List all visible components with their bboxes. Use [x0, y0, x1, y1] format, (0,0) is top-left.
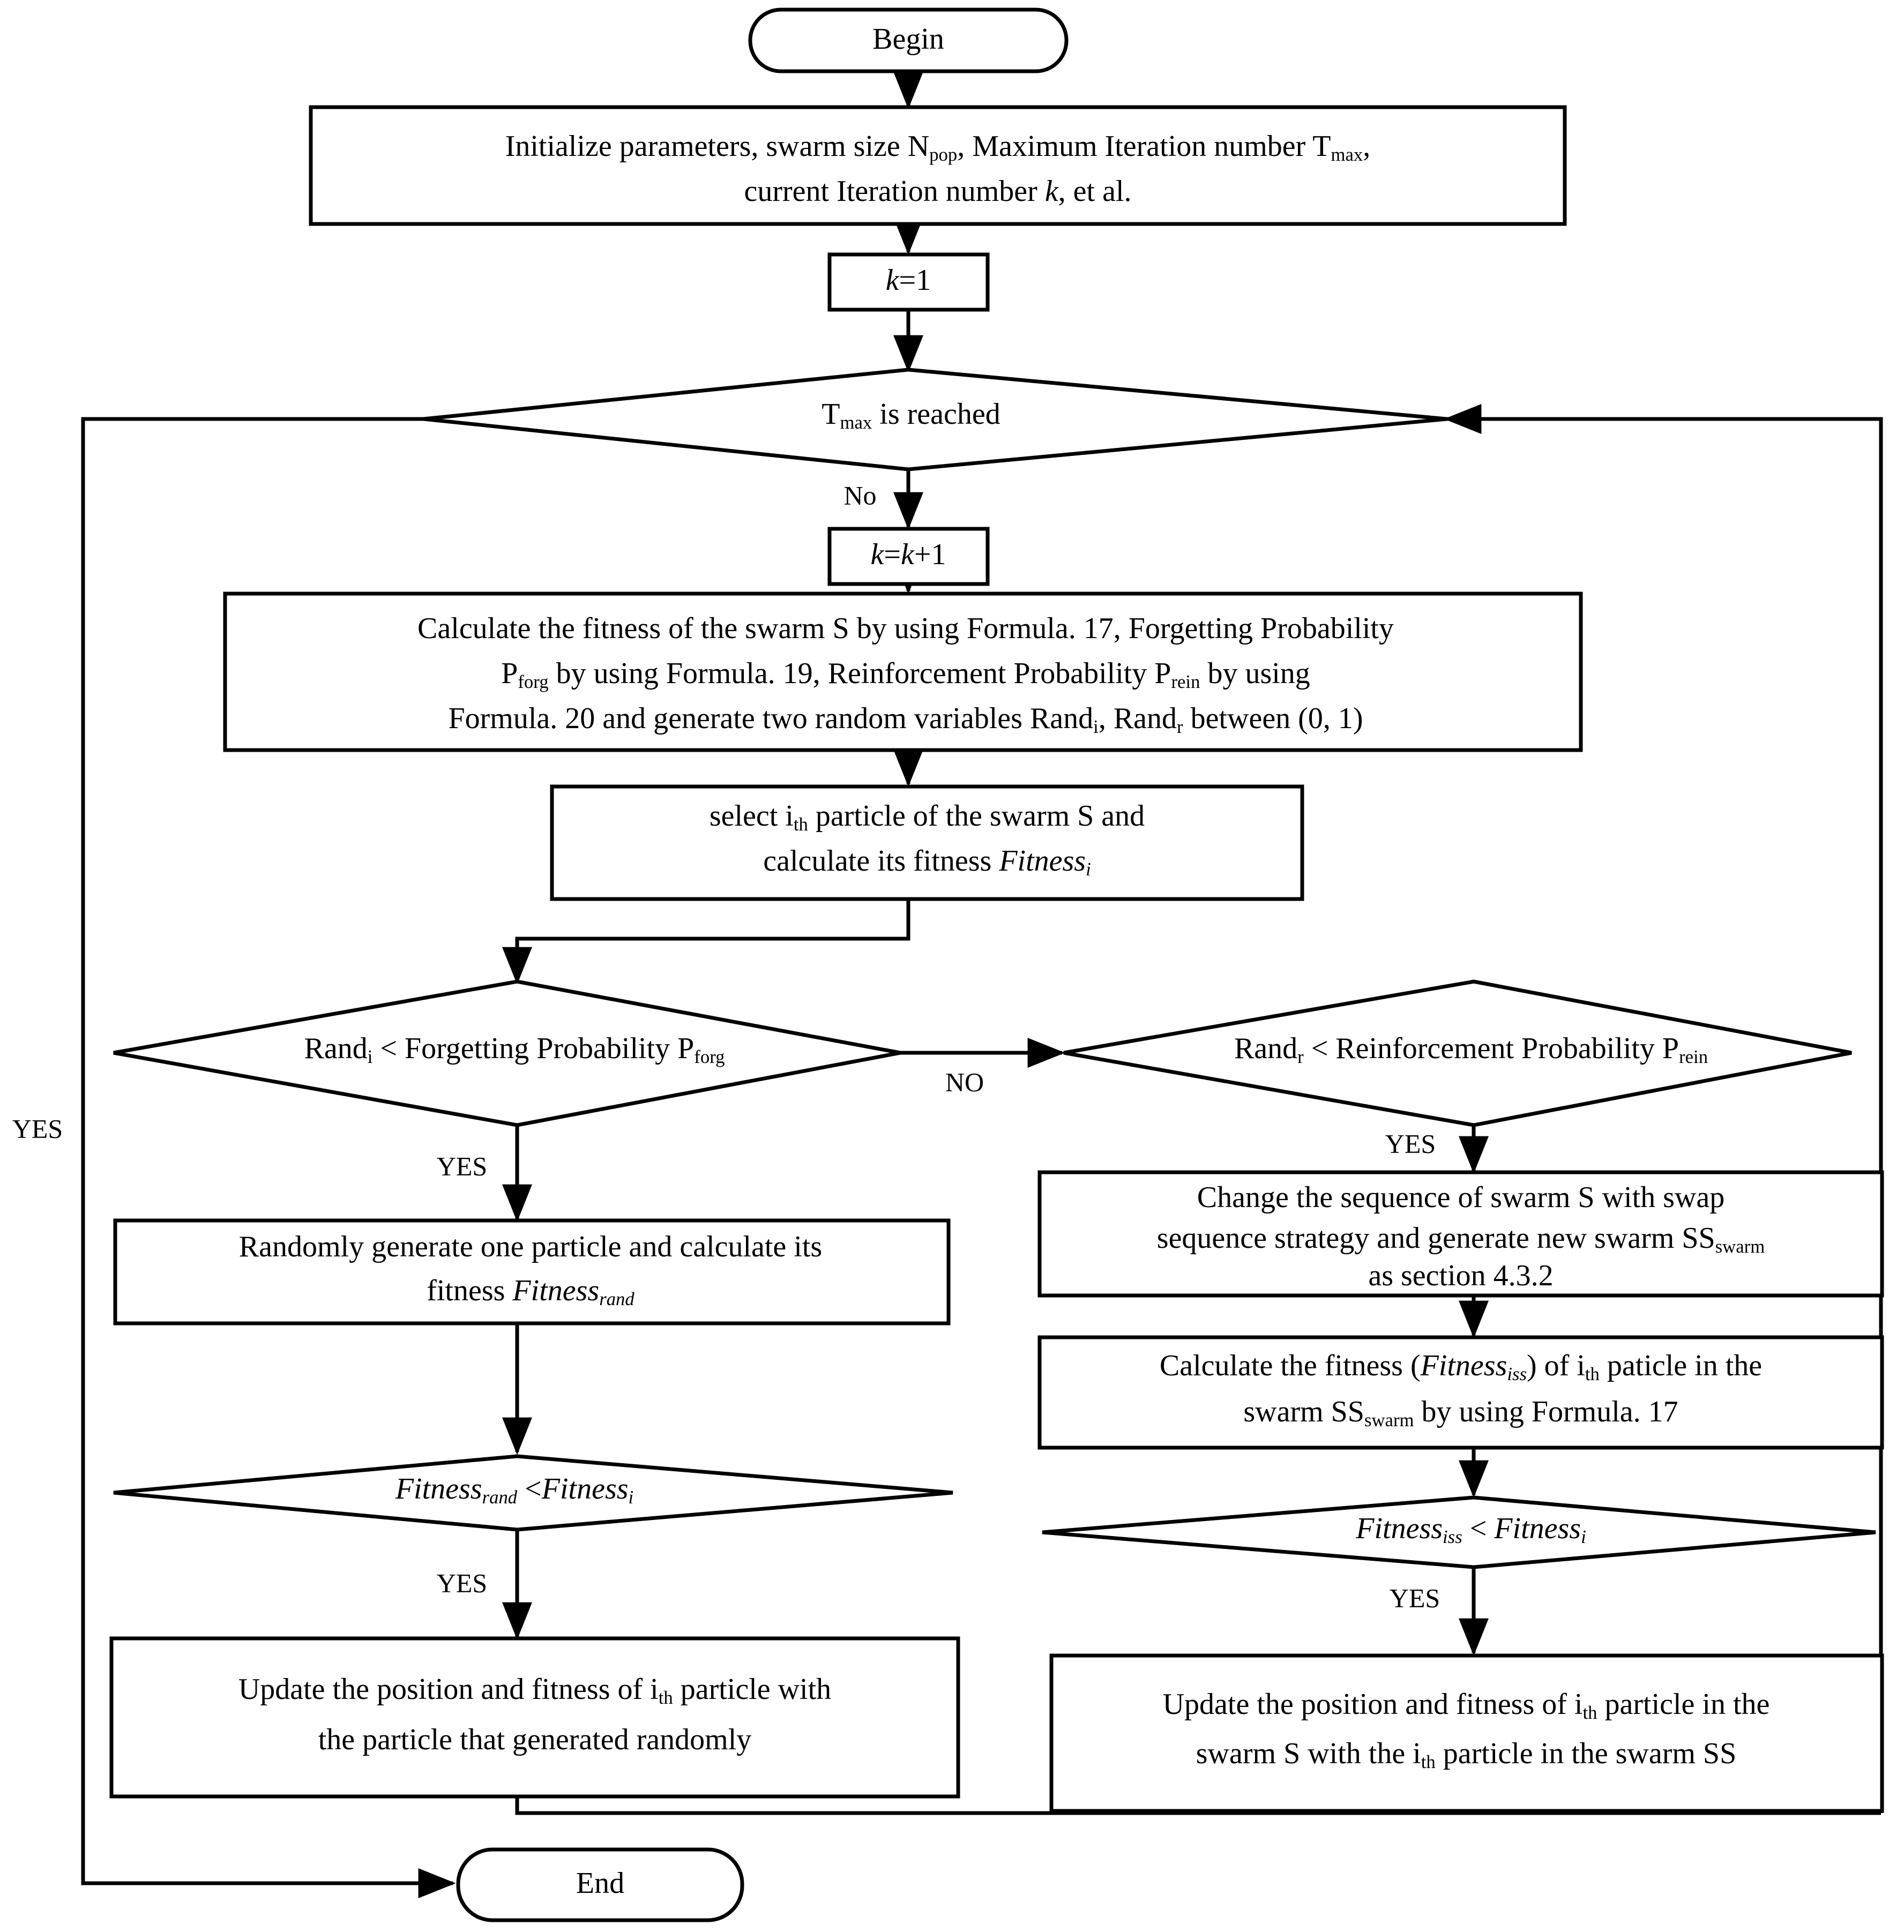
tmax-decision-label: Tmax is reached — [822, 398, 1000, 433]
node-initialize[interactable]: Initialize parameters, swarm size Npop, … — [309, 105, 1567, 226]
compare-rand-label: Fitnessrand <Fitnessi — [395, 1472, 633, 1508]
end-label: End — [576, 1867, 624, 1900]
update-random-line2: the particle that generated randomly — [318, 1723, 752, 1756]
edge-label-tmax-yes: YES — [12, 1113, 63, 1143]
edge-updaterand-to-bus — [515, 1796, 1881, 1815]
initialize-line2: current Iteration number k, et al. — [744, 175, 1132, 208]
generate-random-line2: fitness Fitnessrand — [427, 1274, 634, 1309]
node-begin[interactable]: Begin — [748, 8, 1069, 73]
update-iss-shape — [1049, 1653, 1884, 1813]
node-compare-rand[interactable]: Fitnessrand <Fitnessi — [113, 1454, 953, 1532]
forgetting-decision-label: Randi < Forgetting Probability Pforg — [304, 1032, 725, 1067]
node-reinforcement-decision[interactable]: Randr < Reinforcement Probability Prein — [1063, 979, 1852, 1127]
node-k-increment[interactable]: k=k+1 — [827, 527, 990, 586]
generate-random-line1: Randomly generate one particle and calcu… — [239, 1230, 822, 1263]
calculate-fitness-line3: Formula. 20 and generate two random vari… — [449, 702, 1363, 737]
node-tmax-decision[interactable]: Tmax is reached — [423, 368, 1447, 471]
node-generate-random-particle[interactable]: Randomly generate one particle and calcu… — [113, 1218, 951, 1326]
k-init-label: k=1 — [886, 264, 931, 297]
edge-label-tmax-no: No — [843, 480, 876, 510]
select-particle-line1: select ith particle of the swarm S and — [710, 799, 1145, 835]
change-sequence-line1: Change the sequence of swarm S with swap — [1197, 1181, 1724, 1214]
compare-iss-shape — [1042, 1495, 1876, 1569]
calculate-iss-line1: Calculate the fitness (Fitnessiss) of it… — [1160, 1349, 1762, 1384]
change-sequence-shape — [1037, 1170, 1884, 1298]
calculate-iss-shape — [1037, 1335, 1884, 1450]
reinforcement-decision-shape — [1063, 979, 1852, 1127]
k-increment-shape — [827, 527, 990, 586]
forgetting-decision-shape — [113, 979, 901, 1127]
initialize-shape — [309, 105, 1567, 226]
update-iss-line1: Update the position and fitness of ith p… — [1163, 1688, 1770, 1723]
update-random-shape — [109, 1636, 960, 1799]
node-calculate-iss[interactable]: Calculate the fitness (Fitnessiss) of it… — [1037, 1335, 1884, 1450]
tmax-decision-shape — [423, 368, 1447, 471]
node-end[interactable]: End — [456, 1847, 744, 1922]
edge-tmax-yes-to-end — [81, 417, 456, 1898]
edge-label-compare-iss-yes: YES — [1390, 1583, 1440, 1613]
change-sequence-line2: sequence strategy and generate new swarm… — [1157, 1222, 1765, 1257]
generate-random-particle-shape — [113, 1218, 951, 1326]
update-iss-line2: swarm S with the ith particle in the swa… — [1196, 1737, 1736, 1772]
node-k-init[interactable]: k=1 — [827, 252, 990, 312]
change-sequence-line3: as section 4.3.2 — [1368, 1259, 1553, 1292]
node-update-random[interactable]: Update the position and fitness of ith p… — [109, 1636, 960, 1799]
end-shape — [456, 1847, 744, 1922]
initialize-line1: Initialize parameters, swarm size Npop, … — [505, 130, 1371, 165]
edge-label-compare-rand-yes: YES — [437, 1568, 487, 1598]
edge-label-forgetting-no: NO — [945, 1067, 984, 1097]
node-compare-iss[interactable]: Fitnessiss < Fitnessi — [1042, 1495, 1876, 1569]
edge-selecti-to-randforg — [502, 899, 910, 985]
node-select-particle[interactable]: select ith particle of the swarm S and c… — [550, 784, 1304, 901]
update-random-line1: Update the position and fitness of ith p… — [238, 1673, 831, 1708]
node-calculate-fitness[interactable]: Calculate the fitness of the swarm S by … — [223, 591, 1583, 752]
begin-shape — [748, 8, 1069, 73]
reinforcement-decision-label: Randr < Reinforcement Probability Prein — [1234, 1032, 1708, 1067]
compare-rand-shape — [113, 1454, 953, 1532]
calculate-fitness-line2: Pforg by using Formula. 19, Reinforcemen… — [501, 657, 1310, 692]
node-update-iss[interactable]: Update the position and fitness of ith p… — [1049, 1653, 1884, 1813]
node-change-sequence[interactable]: Change the sequence of swarm S with swap… — [1037, 1170, 1884, 1298]
k-increment-label: k=k+1 — [871, 538, 946, 571]
select-particle-shape — [550, 784, 1304, 901]
edge-label-forgetting-yes: YES — [437, 1151, 487, 1181]
select-particle-line2: calculate its fitness Fitnessi — [763, 844, 1091, 880]
calculate-fitness-line1: Calculate the fitness of the swarm S by … — [417, 612, 1394, 645]
k-init-shape — [827, 252, 990, 312]
edge-label-reinforcement-yes: YES — [1385, 1128, 1436, 1158]
calculate-iss-line2: swarm SSswarm by using Formula. 17 — [1243, 1395, 1678, 1431]
node-forgetting-decision[interactable]: Randi < Forgetting Probability Pforg — [113, 979, 901, 1127]
connectors — [81, 71, 1883, 1898]
compare-iss-label: Fitnessiss < Fitnessi — [1355, 1512, 1586, 1547]
begin-label: Begin — [872, 23, 944, 56]
calculate-fitness-shape — [223, 591, 1583, 752]
